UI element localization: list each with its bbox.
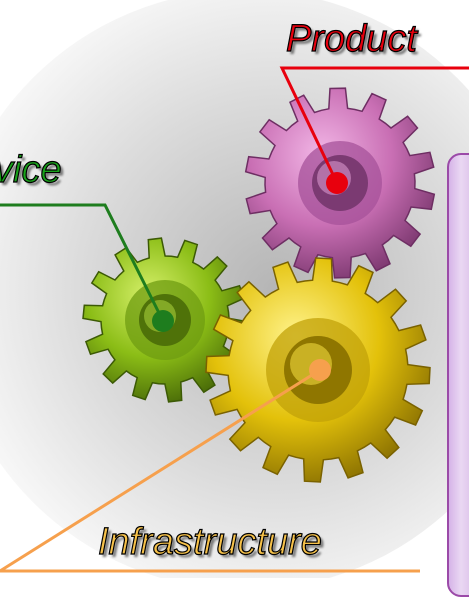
service-marker-dot [152,310,174,332]
service-label: vice [0,151,62,189]
diagram-canvas [0,0,469,578]
product-marker-dot [326,172,348,194]
product-label: Product [286,20,417,58]
infrastructure-marker-dot [309,359,331,381]
side-panel [447,153,469,597]
infrastructure-label: Infrastructure [98,523,322,561]
